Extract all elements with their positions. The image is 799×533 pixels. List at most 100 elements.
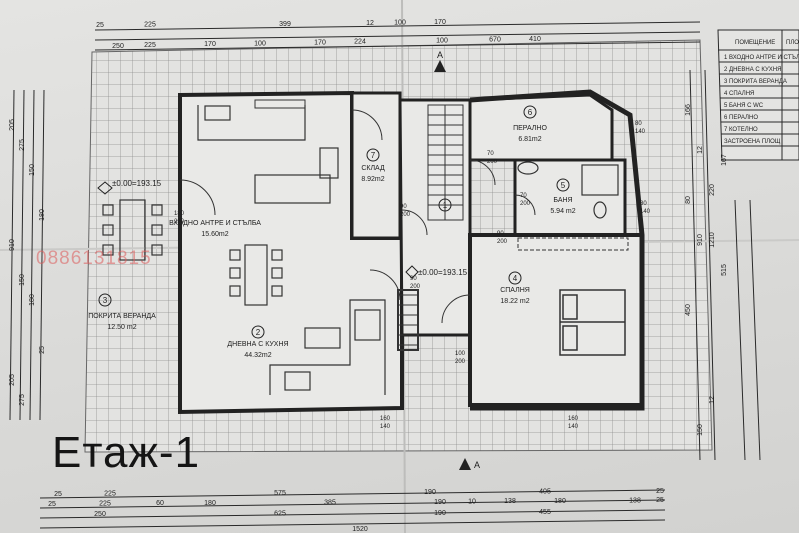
dimension-value: 25 [39, 346, 46, 354]
dimension-value: 166 [685, 104, 692, 116]
room-area: 5.94 m2 [550, 208, 575, 215]
room-number: 5 [561, 181, 566, 190]
room-number-circle [523, 105, 537, 119]
opening-size-width: 80 [640, 201, 647, 207]
opening-size-width: 70 [487, 151, 494, 157]
dimension-value: 180 [554, 498, 566, 505]
room-name: СКЛАД [361, 165, 385, 172]
room-number-circle [251, 325, 265, 339]
dimension-value: 190 [424, 489, 436, 496]
level-mark-text: ±0.00=193.15 [418, 268, 468, 277]
legend-row: ЗАСТРОЕНА ПЛОЩ [724, 139, 781, 145]
opening-size-width: 160 [380, 416, 391, 422]
opening-size-width: 100 [455, 351, 466, 357]
room-bedroom [468, 233, 644, 407]
dimension-value: 170 [314, 39, 326, 46]
opening-size-height: 200 [410, 284, 421, 290]
dimension-value: 205 [9, 119, 16, 131]
dimension-value: 250 [112, 43, 124, 50]
dimension-value: 25 [48, 501, 56, 508]
dimension-value: 910 [697, 234, 704, 246]
section-arrow-bottom [459, 458, 471, 470]
legend-header: ПЛОЩ [786, 40, 799, 46]
dimension-value: 275 [19, 394, 26, 406]
dimension-value: 25 [656, 497, 664, 504]
dimension-value: 910 [9, 239, 16, 251]
room-name: ПОКРИТА ВЕРАНДА [88, 313, 156, 320]
dimension-value: 1210 [709, 232, 716, 248]
dimension-value: 190 [434, 499, 446, 506]
opening-size-width: 90 [497, 231, 504, 237]
dimension-value: 180 [204, 500, 216, 507]
room-name: ПЕРАЛНО [513, 125, 547, 132]
dimension-value: 385 [324, 499, 336, 506]
dimension-value: 225 [144, 42, 156, 49]
opening-size-width: 180 [174, 211, 185, 217]
legend-row: 2 ДНЕВНА С КУХНЯ [724, 67, 781, 73]
room-storage [350, 91, 402, 240]
dimension-value: 575 [274, 490, 286, 497]
room-number-circle [438, 198, 452, 212]
room-name: ВХОДНО АНТРЕ И СТЪЛБА [169, 220, 261, 227]
opening-size-height: 200 [497, 239, 508, 245]
dimension-value: 25 [96, 22, 104, 29]
room-number: 3 [103, 296, 108, 305]
opening-size-height: 230 [174, 219, 185, 225]
legend-row: 4 СПАЛНЯ [724, 91, 754, 97]
level-mark [97, 181, 419, 279]
dimension-value: 405 [539, 489, 551, 496]
dimension-value: 12 [366, 20, 374, 27]
room-schedule-table [717, 29, 799, 161]
room-name: ДНЕВНА С КУХНЯ [227, 341, 288, 348]
dimension-value: 25 [54, 491, 62, 498]
opening-size-height: 200 [520, 201, 531, 207]
section-mark: A [437, 50, 443, 60]
room-area: 44.32m2 [244, 352, 271, 359]
opening-size-height: 140 [635, 129, 646, 135]
room-number-circle [508, 271, 522, 285]
room-area: 6.81m2 [518, 136, 541, 143]
dimension-value: 225 [144, 21, 156, 28]
dimension-value: 100 [394, 20, 406, 27]
legend-row: 6 ПЕРАЛНО [724, 115, 758, 121]
dimension-value: 12 [697, 146, 704, 154]
dimension-value: 138 [504, 498, 516, 505]
dimension-value: 100 [436, 38, 448, 45]
room-area: 15.60m2 [201, 231, 228, 238]
dimension-value: 25 [656, 488, 664, 495]
dimension-value: 670 [489, 37, 501, 44]
dimension-value: 180 [29, 294, 36, 306]
room-name: СПАЛНЯ [500, 287, 530, 294]
dimension-value: 150 [697, 424, 704, 436]
bath-fixtures [517, 161, 619, 219]
opening-size-width: 90 [400, 204, 407, 210]
opening-size-height: 200 [455, 359, 466, 365]
dimension-value: 60 [156, 500, 164, 507]
dimension-value: 190 [434, 510, 446, 517]
sofa [269, 299, 386, 395]
room-number: 4 [513, 274, 518, 283]
dimension-value: 10 [468, 499, 476, 506]
opening-size-width: 90 [410, 276, 417, 282]
room-number: 1 [443, 201, 448, 210]
dimension-value: 180 [39, 209, 46, 221]
dimension-value: 167 [721, 154, 728, 166]
dimension-value: 150 [29, 164, 36, 176]
opening-size-width: 80 [635, 121, 642, 127]
veranda-table [102, 199, 163, 261]
legend-row: 1 ВХОДНО АНТРЕ И СТЪЛБА [724, 55, 799, 61]
staircase [397, 104, 464, 351]
room-number: 6 [528, 108, 533, 117]
dimension-value: 170 [204, 41, 216, 48]
opening-size-height: 200 [400, 212, 411, 218]
dimension-value: 12 [709, 396, 716, 404]
dimension-value: 275 [19, 139, 26, 151]
opening-size-height: 200 [487, 159, 498, 165]
legend-header: ПОМЕЩЕНИЕ [735, 40, 775, 46]
wardrobe [517, 237, 629, 251]
bed [559, 289, 626, 356]
dimension-value: 399 [279, 21, 291, 28]
dimension-value: 250 [94, 511, 106, 518]
